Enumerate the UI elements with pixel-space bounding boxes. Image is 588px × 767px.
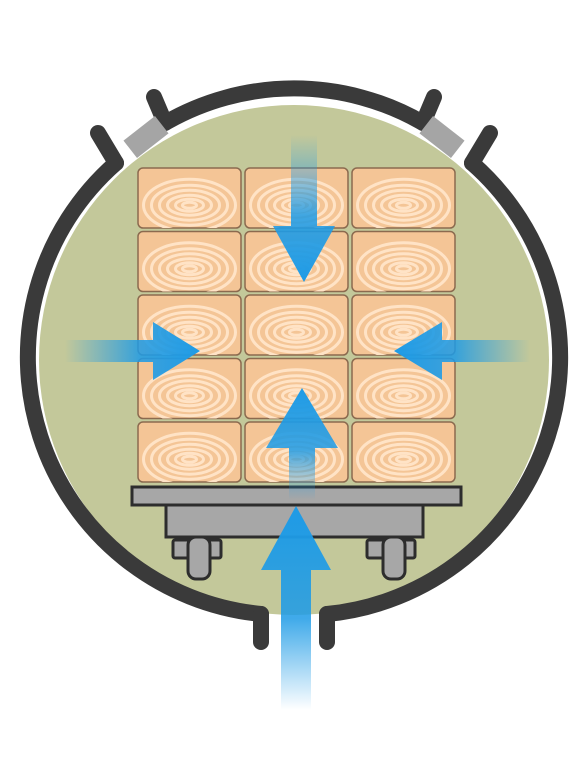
- chamber-wall-right: [319, 155, 569, 622]
- wood-grain-ring: [388, 324, 419, 340]
- wood-grain-ring: [158, 379, 221, 413]
- wood-grain-ring: [158, 252, 221, 286]
- wood-grain-ring: [364, 247, 443, 291]
- wood-grain-ring: [364, 183, 443, 227]
- wood-grain-ring: [249, 304, 344, 355]
- wood-grain-ring: [142, 431, 237, 482]
- wood-grain-ring: [181, 200, 198, 210]
- door-flange-right-top: [415, 89, 442, 131]
- wood-grain-ring: [142, 177, 237, 228]
- wood-grain-ring: [364, 374, 443, 418]
- wood-grain-ring: [150, 437, 229, 481]
- wood-grain-ring: [181, 327, 198, 337]
- wood-log-end: [244, 294, 349, 356]
- door-flange-right-side: [464, 125, 498, 171]
- wood-grain-ring: [372, 442, 435, 476]
- wood-grain-ring: [142, 304, 237, 355]
- flow-arrow-bottom-up: [261, 506, 331, 710]
- wood-grain-ring: [356, 368, 451, 419]
- vent-valve-right: [419, 116, 465, 158]
- wood-grain-ring: [288, 327, 305, 337]
- wood-log-end: [351, 167, 456, 229]
- wood-grain-ring: [356, 177, 451, 228]
- wood-log-end: [137, 357, 242, 420]
- wood-grain-ring: [388, 451, 419, 467]
- wood-grain-ring: [273, 320, 320, 344]
- wood-grain-ring: [166, 257, 213, 281]
- wood-grain-ring: [166, 447, 213, 471]
- wood-grain-ring: [174, 197, 205, 213]
- wood-grain-ring: [372, 188, 435, 222]
- wood-grain-ring: [395, 454, 412, 464]
- wood-grain-ring: [388, 261, 419, 277]
- wood-grain-ring: [142, 241, 237, 292]
- wood-grain-ring: [158, 188, 221, 222]
- wood-grain-ring: [281, 324, 312, 340]
- wood-grain-ring: [166, 193, 213, 217]
- wood-grain-ring: [380, 447, 427, 471]
- wood-grain-ring: [166, 384, 213, 408]
- wood-grain-ring: [380, 193, 427, 217]
- wood-grain-ring: [181, 264, 198, 274]
- wood-grain-ring: [372, 379, 435, 413]
- wood-grain-ring: [388, 388, 419, 404]
- flow-arrow-left: [65, 322, 200, 380]
- wood-grain-ring: [388, 197, 419, 213]
- flow-arrow-right: [394, 322, 530, 380]
- airflow-arrows: [65, 135, 530, 710]
- wood-grain-ring: [150, 247, 229, 291]
- wood-grain-ring: [395, 391, 412, 401]
- wood-grain-ring: [181, 391, 198, 401]
- wood-grain-ring: [158, 442, 221, 476]
- wood-grain-ring: [356, 304, 451, 355]
- wood-grain-ring: [181, 454, 198, 464]
- wood-grain-ring: [174, 324, 205, 340]
- wood-log-end: [351, 230, 456, 293]
- wood-grain-ring: [380, 257, 427, 281]
- chamber-wall-left: [19, 155, 269, 622]
- vent-valve-left: [123, 116, 169, 158]
- wood-grain-ring: [174, 388, 205, 404]
- wood-grain-ring: [174, 451, 205, 467]
- wood-grain-ring: [395, 327, 412, 337]
- wood-grain-ring: [364, 437, 443, 481]
- chamber-wall: [19, 80, 569, 650]
- flow-arrow-top: [273, 135, 335, 282]
- chamber-wall-top: [157, 80, 431, 131]
- wood-grain-ring: [249, 368, 344, 419]
- wood-grain-ring: [356, 241, 451, 292]
- door-flange-left-side: [90, 125, 124, 171]
- cart-wheel-right: [381, 535, 407, 581]
- wood-grain-ring: [174, 261, 205, 277]
- wood-grain-ring: [265, 315, 328, 349]
- wood-grain-ring: [372, 252, 435, 286]
- wood-grain-ring: [150, 374, 229, 418]
- cart-wheel-left: [186, 535, 212, 581]
- wood-grain-ring: [395, 200, 412, 210]
- wood-grain-ring: [257, 310, 336, 354]
- wood-grain-ring: [356, 431, 451, 482]
- door-flange-left-top: [146, 89, 173, 131]
- wood-grain-ring: [380, 384, 427, 408]
- wood-grain-ring: [395, 264, 412, 274]
- flow-arrow-center-up: [266, 388, 338, 500]
- wood-log-end: [137, 167, 242, 229]
- wood-log-end: [137, 230, 242, 293]
- wood-log-end: [137, 421, 242, 483]
- wood-grain-ring: [150, 183, 229, 227]
- wood-log-end: [351, 421, 456, 483]
- wood-grain-ring: [142, 368, 237, 419]
- wood-log-end: [351, 357, 456, 420]
